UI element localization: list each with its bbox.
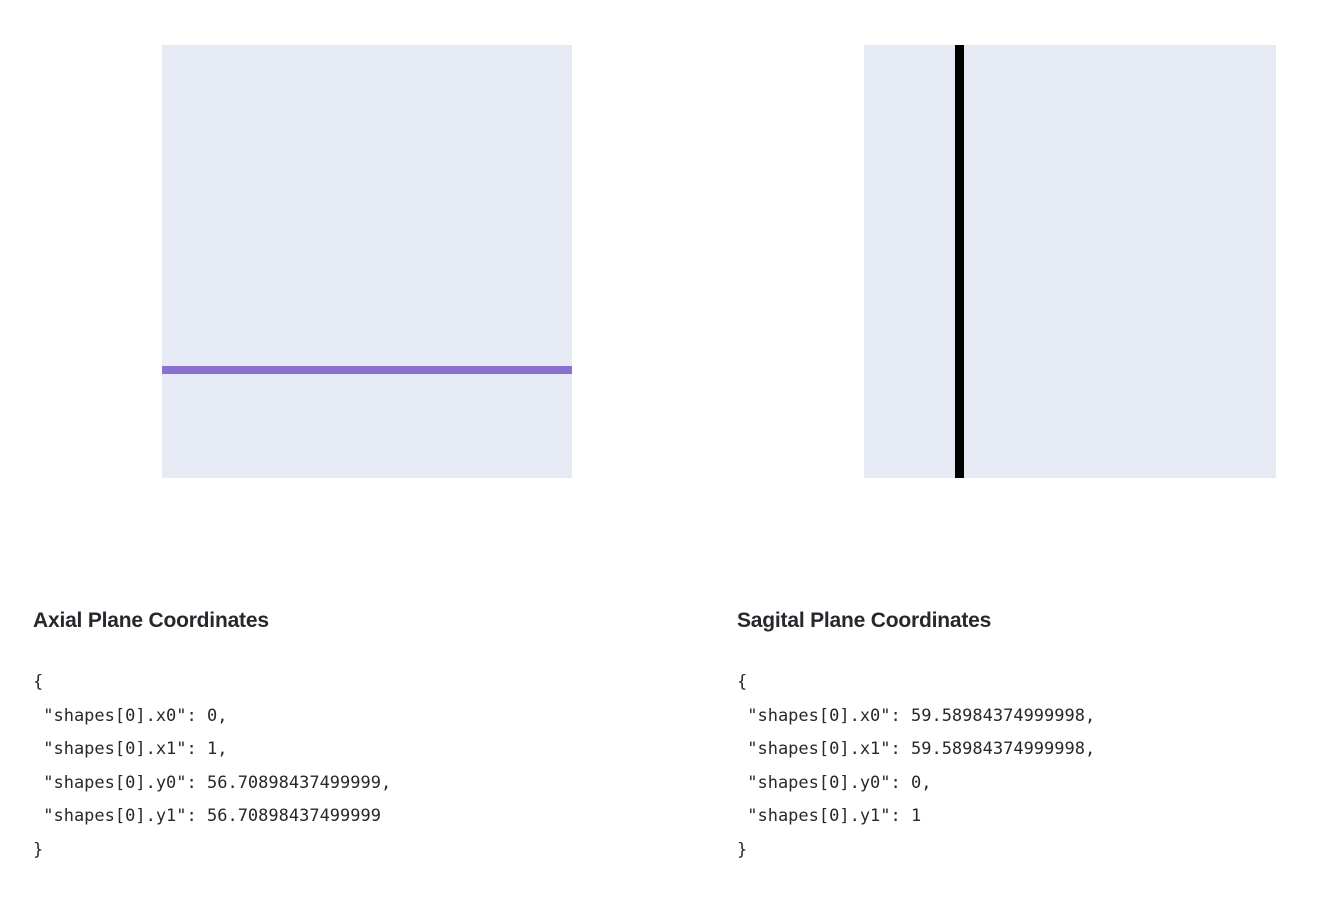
sagital-coordinates-readout: Sagital Plane Coordinates { "shapes[0].x… [737, 608, 1327, 867]
sagital-plane-viewer[interactable] [864, 45, 1276, 478]
axial-readout-title: Axial Plane Coordinates [33, 609, 269, 632]
plane-viewers-row [162, 45, 1276, 478]
sagital-readout-code: { "shapes[0].x0": 59.58984374999998, "sh… [737, 672, 1096, 860]
axial-readout-code: { "shapes[0].x0": 0, "shapes[0].x1": 1, … [33, 672, 392, 860]
sagital-readout-title: Sagital Plane Coordinates [737, 609, 992, 632]
axial-plane-viewer[interactable] [162, 45, 572, 478]
sagital-slice-line-handle[interactable] [955, 45, 965, 478]
axial-slice-line-handle[interactable] [162, 365, 572, 374]
axial-coordinates-readout: Axial Plane Coordinates { "shapes[0].x0"… [33, 608, 673, 867]
